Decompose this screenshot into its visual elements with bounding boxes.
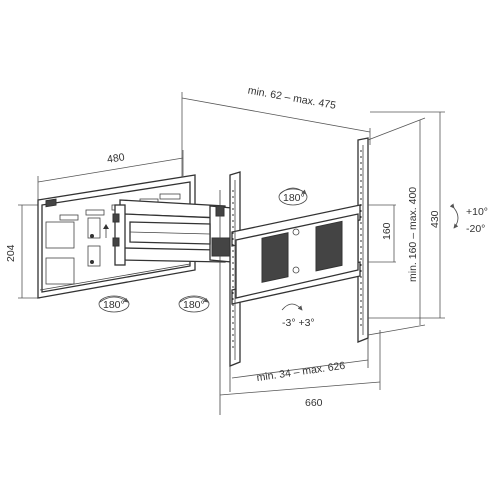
swivel-arrow-icon (179, 296, 209, 303)
tv-vesa-height-label: min. 160 – max. 400 (407, 187, 419, 282)
tv-bracket-height-dimension: 430 (368, 111, 445, 319)
arm-extension-label: min. 62 – max. 475 (247, 85, 337, 112)
arm-swivel-badge: 180° (178, 295, 210, 313)
rotate-arrow-icon (281, 303, 303, 311)
tv-bracket-height-label: 430 (429, 210, 441, 228)
wall-plate-height-label: 204 (5, 244, 17, 262)
tilt-arrow-icon (449, 203, 459, 229)
arm-swivel-label: 180° (183, 299, 205, 311)
wall-plate-width-label: 480 (106, 151, 125, 166)
swing-arm (112, 199, 233, 266)
tv-swivel-label: 180° (283, 192, 305, 204)
tv-vesa-height-dimension: min. 160 – max. 400 (367, 117, 426, 336)
tv-plate-inner-label: 160 (381, 222, 393, 240)
wall-swivel-label: 180° (103, 299, 125, 311)
swivel-arrow-icon (279, 187, 307, 195)
tv-vesa-width-label: min. 34 – max. 626 (256, 360, 346, 384)
swivel-arrow-icon (99, 296, 129, 303)
arm-extension-dimension: min. 62 – max. 475 (181, 85, 371, 190)
wall-plate-width-dimension: 480 (37, 150, 184, 200)
tilt-up-label: +10° (466, 206, 488, 218)
tilt-down-label: -20° (466, 223, 485, 235)
tv-vesa-width-dimension: min. 34 – max. 626 (231, 359, 369, 384)
tv-plate-inner-dimension: 160 (368, 204, 396, 263)
tilt-indicator: +10° -20° (449, 203, 488, 235)
wall-plate-height-dimension: 204 (5, 204, 40, 299)
wall-swivel-badge: 180° (98, 295, 130, 313)
tv-swivel-badge: 180° (278, 187, 308, 206)
tv-bracket (219, 137, 369, 415)
tv-bracket-width-label: 660 (305, 397, 323, 409)
rotation-label: -3° +3° (282, 317, 315, 329)
up-arrow-icon (103, 224, 109, 229)
rotation-indicator: -3° +3° (281, 303, 315, 329)
tv-bracket-width-dimension: 660 (219, 330, 381, 409)
